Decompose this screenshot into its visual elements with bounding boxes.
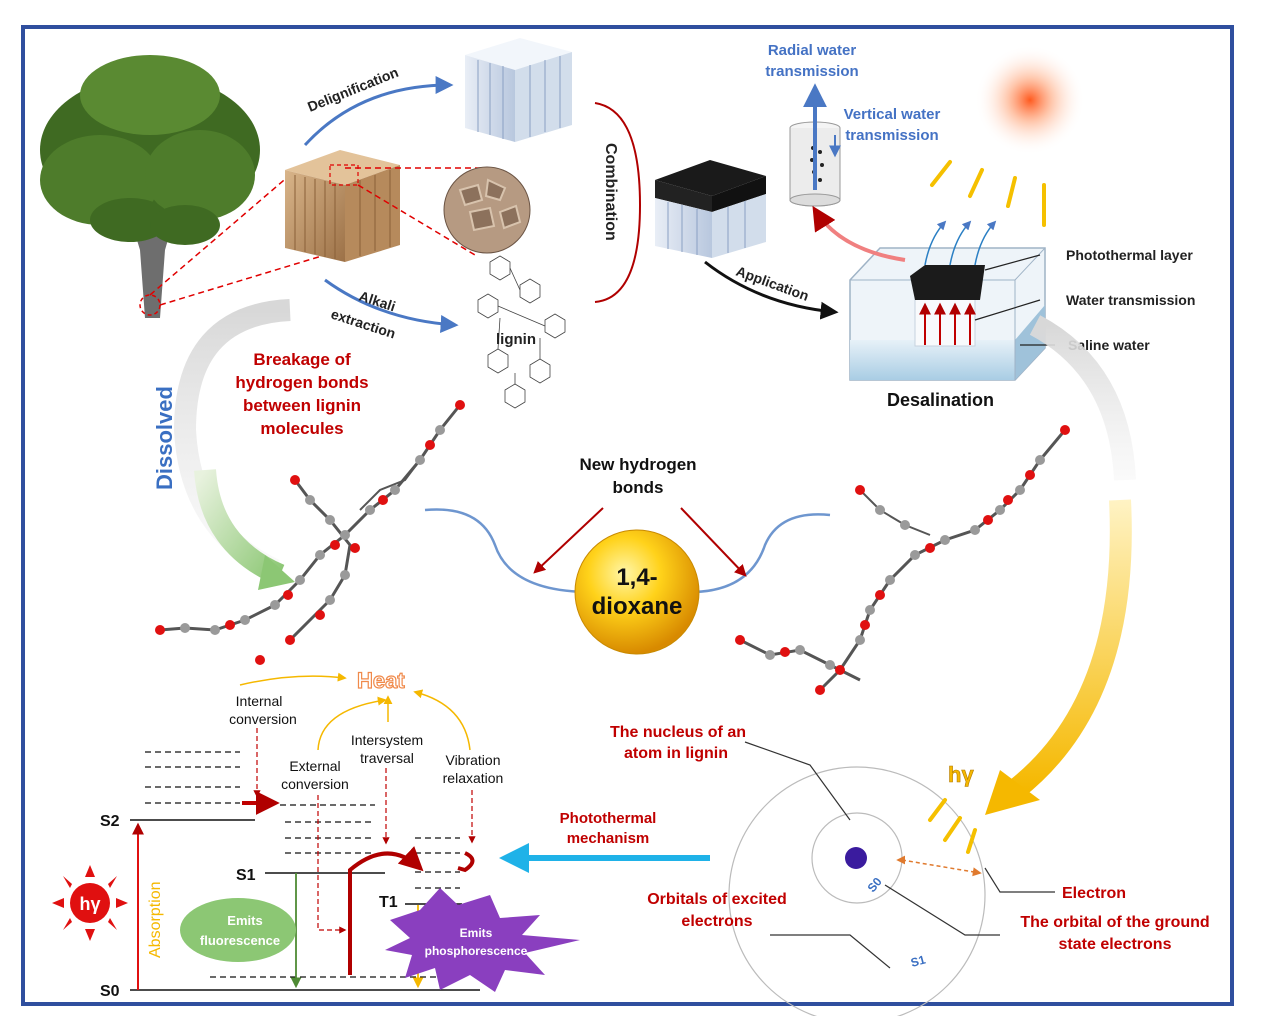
lignin-molecule-right [735,425,1070,695]
lignin-structure [477,255,566,409]
s1-label: S1 [236,867,256,884]
vibration-1: Vibration [445,752,500,768]
application-arrow [704,260,839,320]
right-grey-arc [1029,315,1136,481]
internal-conversion-2: conversion [229,711,297,727]
desalination-label: Desalination [887,390,994,410]
vibrational-levels [145,751,460,978]
dioxane-line-2: dioxane [592,593,683,620]
nucleus [845,847,867,869]
ground-orbital-2: state electrons [1059,936,1172,953]
photothermal-2: mechanism [567,830,650,847]
sun [975,45,1085,155]
ground-orbital-1: The orbital of the ground [1020,914,1209,931]
photon-sun-icon [52,865,128,941]
phosphorescence-2: phosphorescence [425,944,528,958]
pink-heat-arrow [812,205,906,262]
wood-cube [285,150,400,262]
vertical-label-2: transmission [845,127,938,144]
excited-orbital-2: electrons [681,913,752,930]
intersystem-2: traversal [360,750,414,766]
combination-bracket [594,102,642,303]
phosphorescence-burst [385,888,580,992]
electron-transition-arrow [901,859,982,877]
excited-orbital-1: Orbitals of excited [647,891,787,908]
s2-label: S2 [100,813,120,830]
lignin-molecule-left [155,400,465,665]
t1-label: T1 [379,894,398,911]
new-hb-line-2: bonds [613,478,664,497]
sun-rays [930,160,1046,227]
radial-label-2: transmission [765,63,858,80]
breakage-line-2: hydrogen bonds [235,373,368,392]
breakage-line-4: molecules [260,419,343,438]
desalination-tank [849,220,1046,381]
fluorescence-ellipse [180,898,296,962]
vertical-label-1: Vertical water [844,106,941,123]
dissolved-label: Dissolved [152,386,177,490]
external-conversion-2: conversion [281,776,349,792]
radial-label-1: Radial water [768,42,857,59]
water-transmission-label: Water transmission [1066,292,1195,308]
nucleus-label-2: atom in lignin [624,745,728,762]
s0-label: S0 [100,983,120,1000]
nucleus-label-1: The nucleus of an [610,724,746,741]
composite-cube [655,160,766,258]
internal-conversion-1: Internal [236,693,283,709]
lignin-label: lignin [496,331,536,348]
delignified-wood-cube [465,38,572,142]
photothermal-layer-label: Photothermal layer [1066,247,1193,263]
alkali-label: Alkali [357,288,397,315]
new-hb-line-1: New hydrogen [579,455,696,474]
absorption-label: Absorption [147,882,164,959]
saline-water-label: Saline water [1068,337,1150,353]
electron-label: Electron [1062,885,1126,902]
vibration-2: relaxation [443,770,504,786]
external-conversion-1: External [289,758,340,774]
orbital-s1 [728,766,986,1016]
photothermal-1: Photothermal [560,810,657,827]
isc-arc [348,846,424,975]
alkali-extraction-arrow [324,278,459,334]
outer-frame [21,25,1234,1006]
breakage-line-1: Breakage of [253,350,351,369]
orbital-s0-label: S0 [865,874,885,894]
orbital-s1-label: S1 [909,952,927,969]
hv-right-label: hγ [948,762,974,787]
fluorescence-2: fluorescence [200,933,280,948]
atom-light-rays [928,798,977,854]
breakage-line-3: between lignin [243,396,361,415]
hv-left-label: hγ [79,894,100,914]
dioxane-sphere [574,529,700,655]
phosphorescence-1: Emits [460,926,493,940]
combination-label: Combination [602,143,619,241]
heat-label: Heat [357,668,405,693]
fluorescence-1: Emits [227,913,262,928]
tree-illustration [40,55,260,318]
dioxane-line-1: 1,4- [616,564,657,591]
delignification-arrow [303,76,454,147]
intersystem-1: Intersystem [351,732,423,748]
